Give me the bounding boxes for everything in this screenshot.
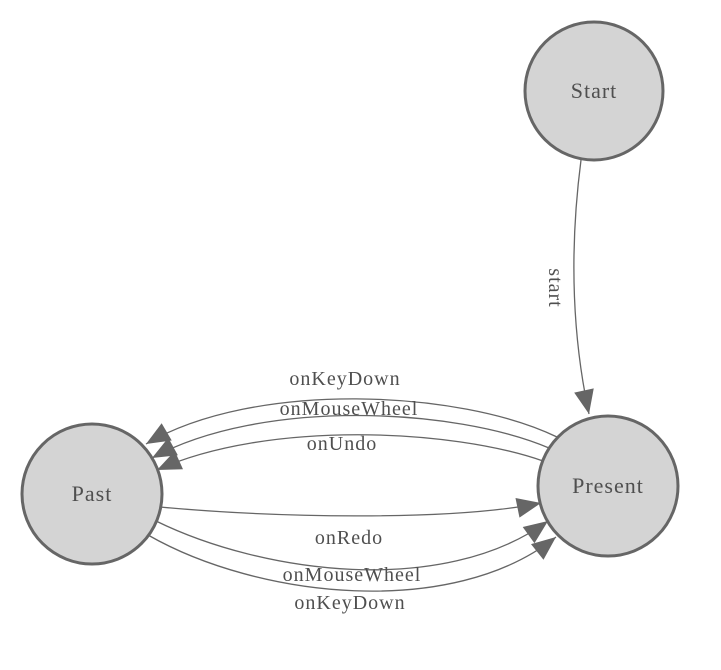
- edge-present-past-onmousewheel: [151, 414, 550, 459]
- edge-label-start: start: [544, 268, 566, 307]
- edge-label-onkeydown-bottom: onKeyDown: [294, 592, 405, 614]
- edge-past-present-onmousewheel: [155, 520, 549, 571]
- edge-label-onredo: onRedo: [315, 527, 383, 549]
- edge-label-onmousewheel-top: onMouseWheel: [280, 398, 419, 420]
- edge-present-past-onundo: [156, 434, 544, 471]
- edge-label-onmousewheel-bottom: onMouseWheel: [283, 564, 422, 586]
- edge-label-onkeydown-top: onKeyDown: [289, 368, 400, 390]
- edge-start-present: [573, 159, 594, 415]
- state-node-past-label: Past: [72, 481, 113, 506]
- edge-label-group: start onKeyDown onMouseWheel onUndo onRe…: [280, 268, 566, 614]
- state-node-past-circle[interactable]: [20, 422, 164, 566]
- state-node-start[interactable]: Start: [523, 20, 665, 162]
- edge-present-past-onkeydown: [145, 398, 558, 445]
- edge-past-present-onredo: [159, 497, 542, 518]
- state-node-present-label: Present: [572, 473, 644, 498]
- state-node-present[interactable]: Present: [536, 414, 680, 558]
- state-node-start-circle[interactable]: [523, 20, 665, 162]
- state-node-start-label: Start: [571, 78, 618, 103]
- state-node-present-circle[interactable]: [536, 414, 680, 558]
- edge-past-present-onkeydown: [147, 534, 557, 592]
- edge-group: [145, 159, 594, 592]
- state-node-past[interactable]: Past: [20, 422, 164, 566]
- edge-label-onundo: onUndo: [307, 433, 377, 455]
